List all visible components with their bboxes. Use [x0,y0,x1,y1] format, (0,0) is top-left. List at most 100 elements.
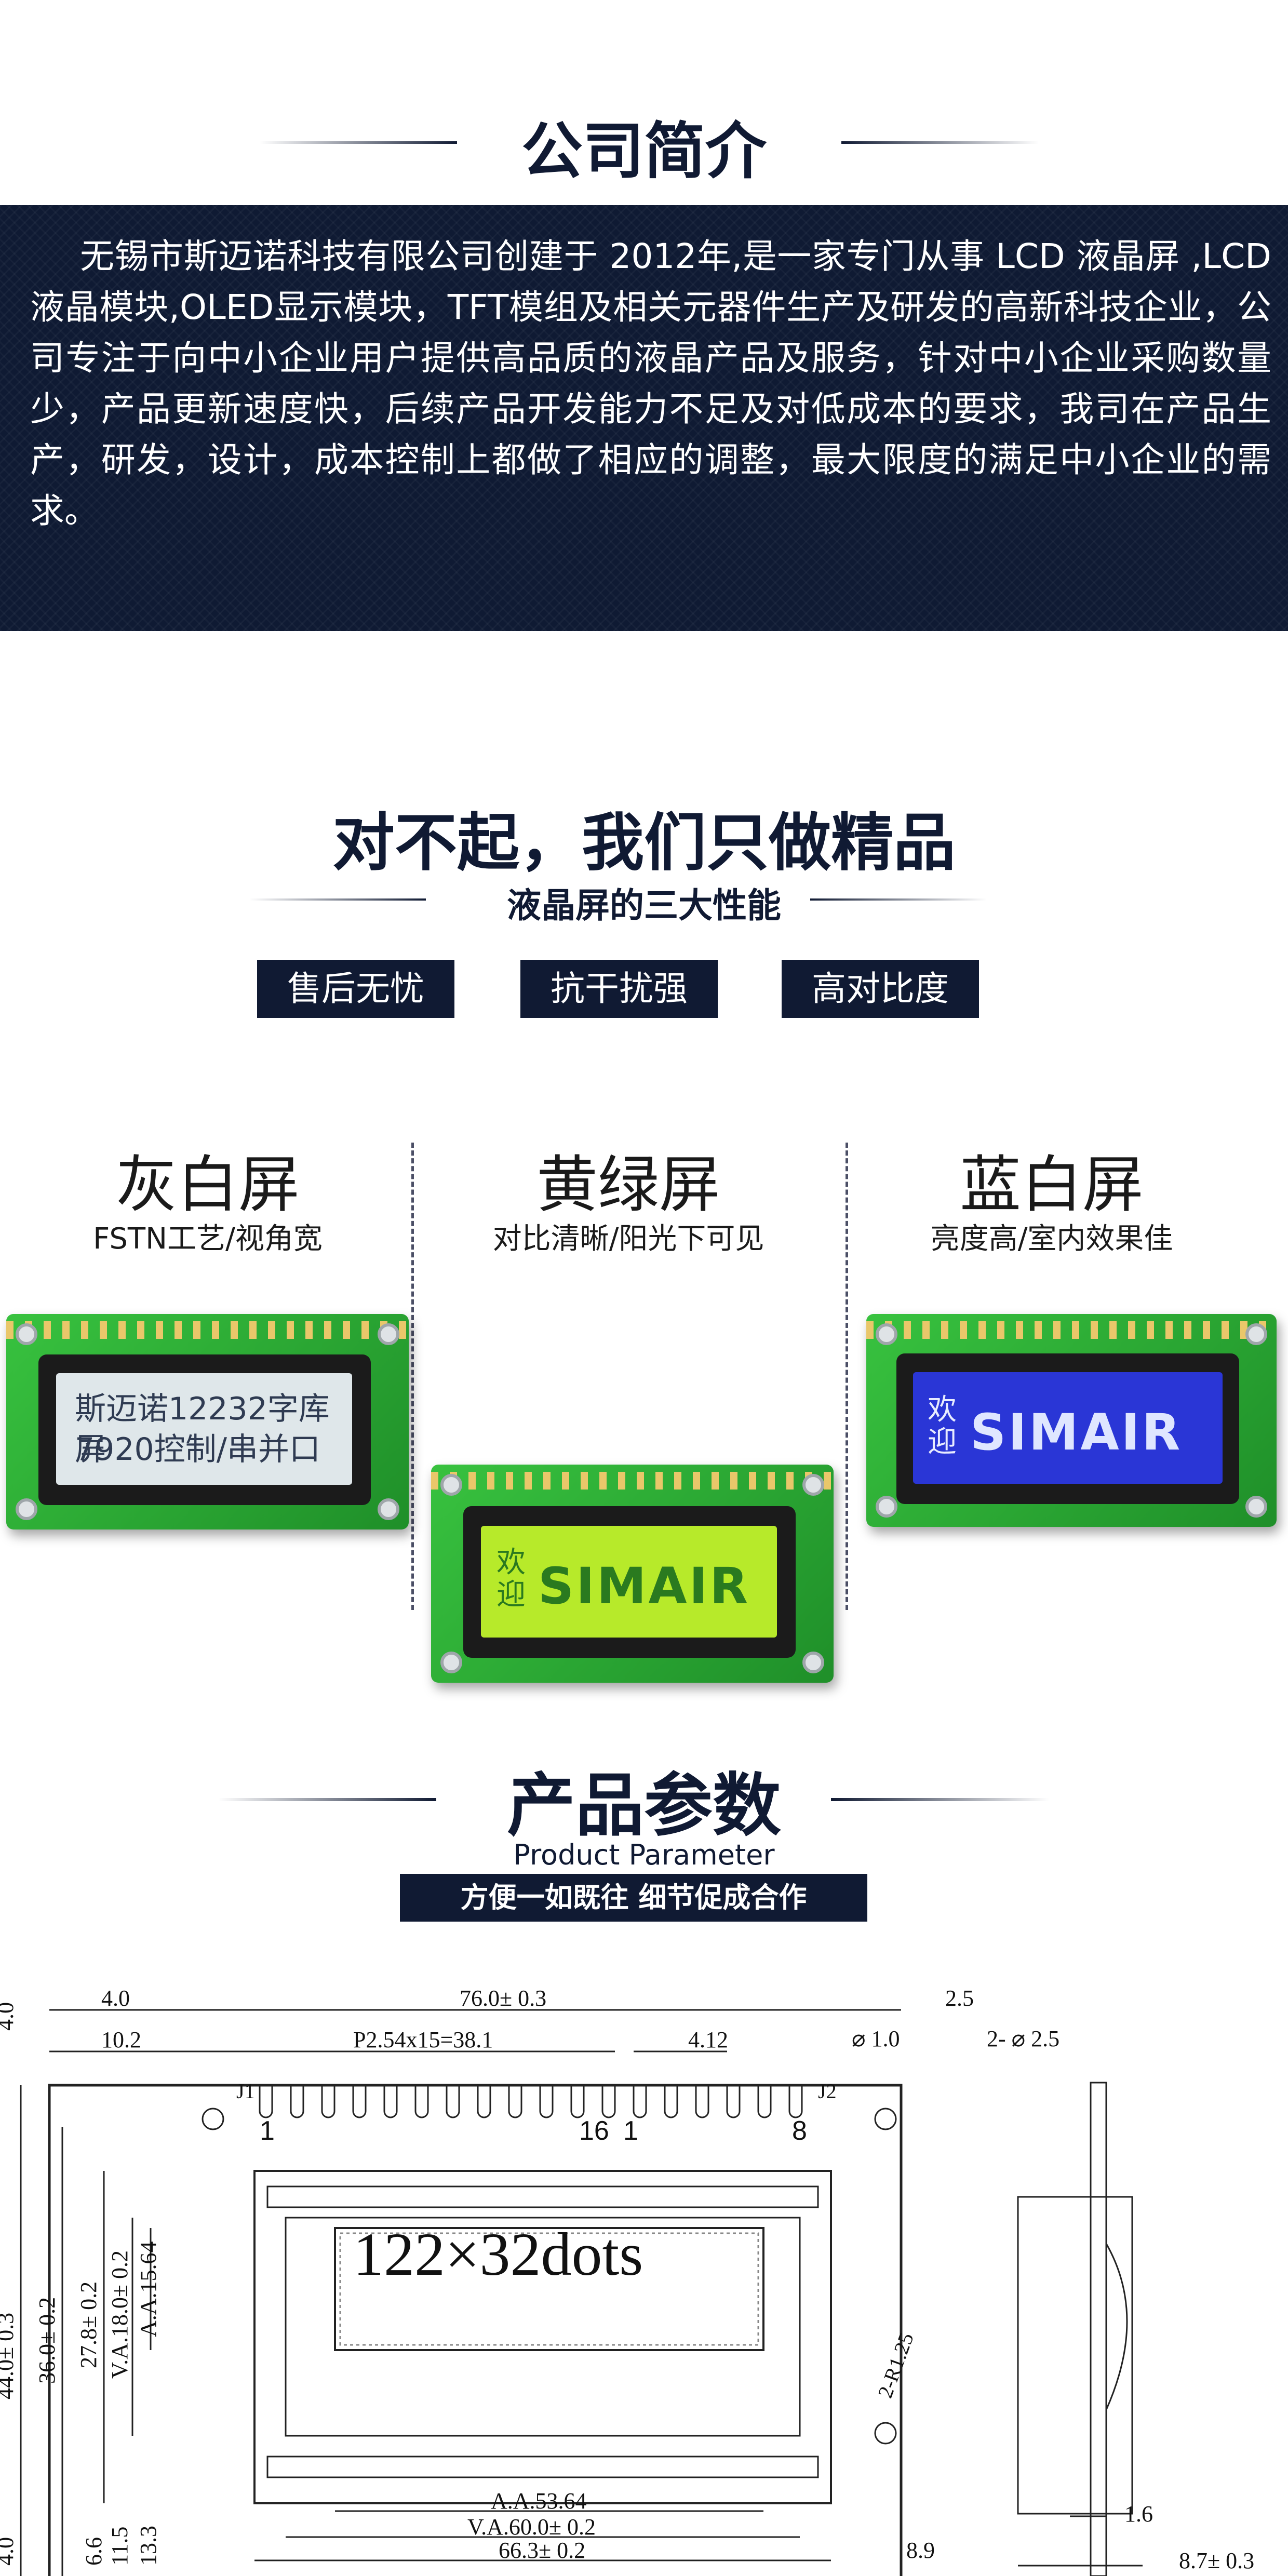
dim-label-6-6: 6.6 [81,2537,106,2566]
side-view-curve [1105,2243,1128,2410]
dim-label-76: 76.0± 0.3 [460,1985,546,2011]
dim-label-aa53: A.A.53.64 [491,2488,587,2514]
mount-hole [1245,1496,1267,1518]
dim-label-27-8: 27.8± 0.2 [76,2282,101,2368]
pin-row-j2 [633,2085,803,2118]
slogan-rule-left [249,898,426,901]
lcd-module-yellow-green-image: 欢迎 SIMAIR [431,1465,834,1683]
dim-label-top-4: 4.0 [101,1985,130,2011]
dim-label-13-3: 13.3 [136,2526,161,2566]
dim-label-va18: V.A.18.0± 0.2 [107,2250,132,2379]
lcd-bezel: 欢迎 SIMAIR [896,1353,1239,1504]
dim-label-8-9: 8.9 [906,2538,935,2563]
variant-desc-blue: 亮度高/室内效果佳 [930,1222,1173,1256]
mount-hole [876,1323,897,1345]
side-view-pcb [1090,2082,1107,2576]
param-rule-left [218,1798,436,1801]
pin-row-j1 [259,2085,616,2118]
slogan-subtitle: 液晶屏的三大性能 [507,886,781,925]
dim-label-2-5: 2.5 [945,1985,974,2011]
label-pin-1b: 1 [623,2116,638,2146]
mount-hole [1245,1323,1267,1345]
intro-paragraph: 无锡市斯迈诺科技有限公司创建于 2012年,是一家专门从事 LCD 液晶屏 ,L… [30,236,1271,531]
welcome-text: 欢迎 [928,1393,957,1459]
active-area-inner [339,2232,759,2346]
mount-hole [16,1498,37,1520]
feature-tag-high-contrast: 高对比度 [782,960,979,1018]
variant-title-yellow-green: 黄绿屏 [536,1149,720,1220]
variant-title-gray: 灰白屏 [115,1149,300,1220]
active-area [334,2227,764,2351]
display-resolution-label: 122×32dots [353,2220,643,2288]
lcd-module-blue-image: 欢迎 SIMAIR [866,1314,1277,1527]
pin-header [866,1321,1277,1339]
dim-label-hole-1: ⌀ 1.0 [852,2026,900,2051]
dim-label-pitch: P2.54x15=38.1 [353,2027,493,2052]
welcome-text: 欢迎 [497,1546,526,1612]
dim-label-10-2: 10.2 [101,2027,141,2052]
dim-label-11-5: 11.5 [107,2527,132,2566]
lcd-glass-blue: 欢迎 SIMAIR [913,1372,1223,1484]
brand-logo-text: SIMAIR [970,1403,1183,1461]
dim-label-radius: 2-R1.25 [873,2330,918,2401]
intro-band: 无锡市斯迈诺科技有限公司创建于 2012年,是一家专门从事 LCD 液晶屏 ,L… [0,205,1288,631]
label-pin-16: 16 [579,2116,609,2146]
dim-label-hole-2: 2- ⌀ 2.5 [987,2026,1059,2051]
variant-desc-yellow-green: 对比清晰/阳光下可见 [492,1222,764,1256]
side-view-outline [1017,2196,1133,2515]
title-rule-right [841,141,1039,144]
dim-label-44: 44.0± 0.3 [0,2313,18,2399]
brand-logo-text: SIMAIR [538,1557,750,1615]
bezel-inner-top [266,2185,819,2208]
mount-hole [16,1323,37,1345]
title-rule-left [260,141,457,144]
dimension-drawing: 122×32dots 76.0± 0.3 4.0 10.2 P2.54x15=3… [0,1985,1254,2576]
dim-label-1-6: 1.6 [1124,2501,1153,2527]
variant-title-blue: 蓝白屏 [959,1149,1144,1220]
variant-divider-1 [411,1143,414,1610]
intro-header: 公司简介 [0,0,1288,205]
intro-title: 公司简介 [521,115,767,187]
pin-header [431,1472,834,1490]
dim-label-va60: V.A.60.0± 0.2 [467,2514,596,2540]
mount-hole [378,1498,399,1520]
lcd-glass-yellow-green: 欢迎 SIMAIR [481,1526,777,1638]
mount-hole [802,1474,824,1496]
mount-hole [802,1652,824,1673]
dim-label-aa15: A.A.15.64 [136,2241,161,2337]
param-tag: 方便一如既往 细节促成合作 [400,1874,867,1922]
feature-tag-after-sales: 售后无忧 [257,960,454,1018]
dim-label-36: 36.0± 0.2 [34,2297,60,2384]
screen-line-2: 7920控制/串并口 [75,1431,320,1468]
lcd-bezel: 斯迈诺12232字库屏 7920控制/串并口 [38,1354,371,1505]
feature-tag-anti-interference: 抗干扰强 [520,960,718,1018]
lcd-glass-gray: 斯迈诺12232字库屏 7920控制/串并口 [56,1373,352,1485]
label-pin-1a: 1 [260,2116,275,2146]
mount-hole [876,1496,897,1518]
mount-hole [378,1323,399,1345]
bezel-inner-bottom [266,2456,819,2478]
param-subtitle-en: Product Parameter [513,1839,775,1871]
lcd-module-gray-image: 斯迈诺12232字库屏 7920控制/串并口 [6,1314,409,1530]
mount-hole [440,1474,462,1496]
label-j2: J2 [818,2079,837,2103]
label-pin-8: 8 [792,2116,807,2146]
dim-label-left-top-4: 4.0 [0,2002,18,2031]
drawing-hole [202,2108,224,2130]
param-title: 产品参数 [507,1766,781,1846]
variant-desc-gray: FSTN工艺/视角宽 [93,1222,323,1256]
bezel-outline [253,2170,832,2504]
dim-label-4-12: 4.12 [688,2027,728,2052]
dim-label-8-7: 8.7± 0.3 [1179,2548,1254,2573]
pcb-outline [48,2084,903,2576]
param-rule-right [831,1798,1049,1801]
dim-label-left-4: 4.0 [0,2537,18,2566]
drawing-hole [874,2108,897,2130]
lcd-bezel: 欢迎 SIMAIR [463,1506,796,1658]
viewing-area [285,2217,801,2437]
label-j1: J1 [236,2079,255,2103]
screen-line-1: 斯迈诺12232字库屏 [75,1391,330,1468]
variant-divider-2 [846,1143,848,1610]
drawing-hole [874,2422,897,2445]
mount-hole [440,1652,462,1673]
